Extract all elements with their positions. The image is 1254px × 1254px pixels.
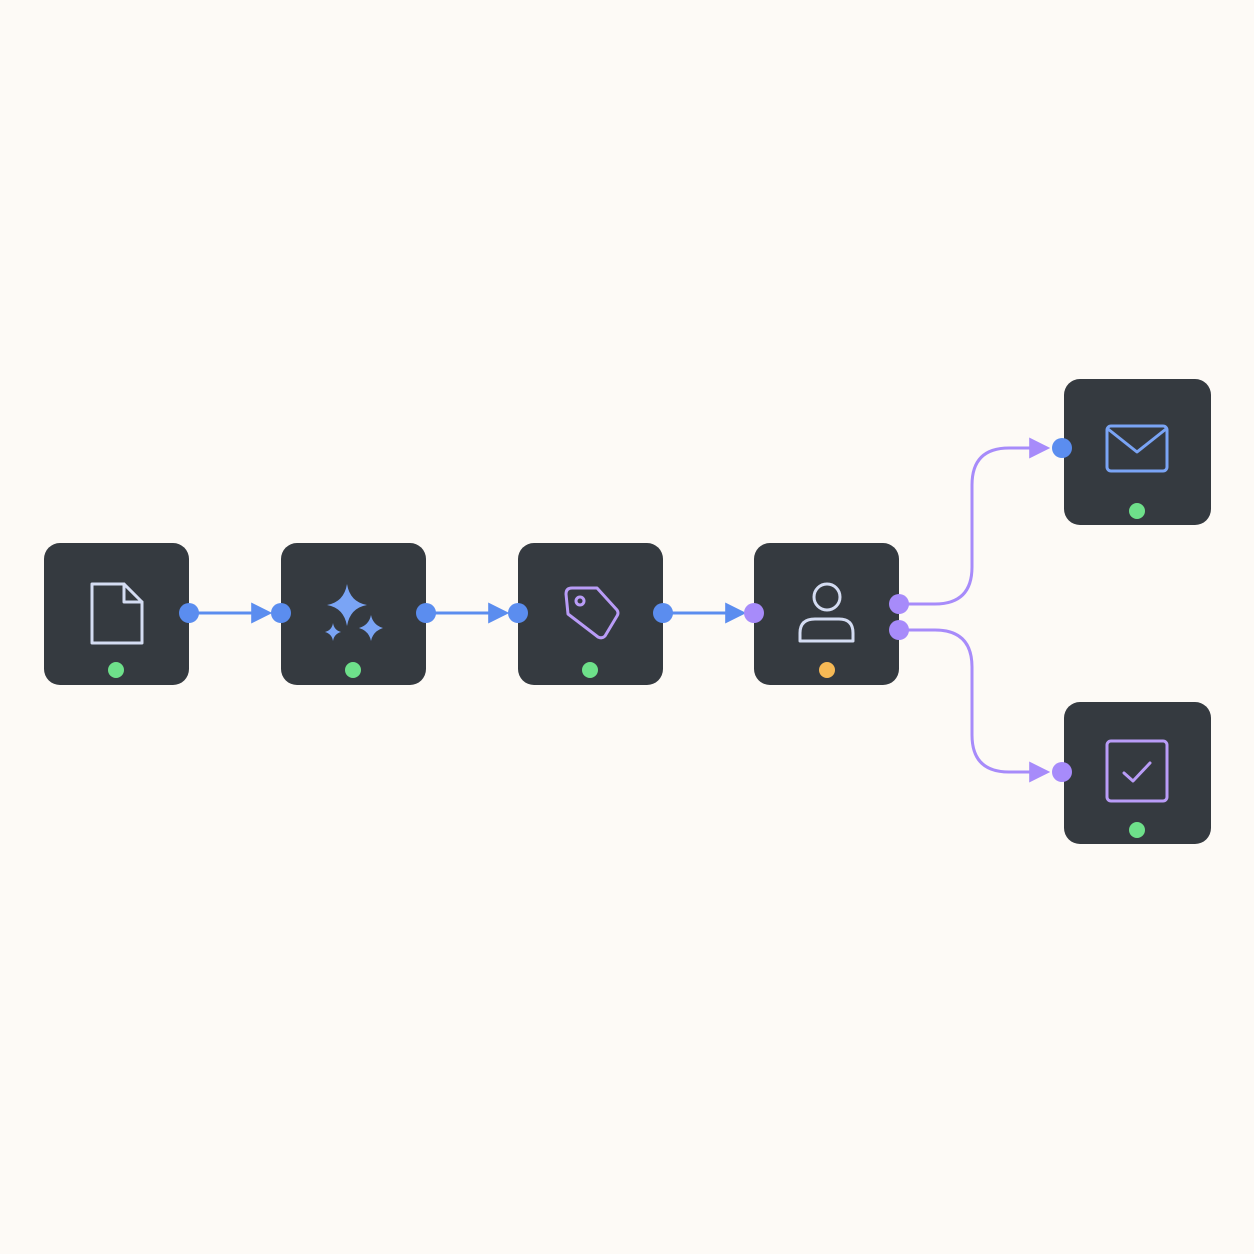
edge-review-to-approve[interactable]	[908, 628, 1051, 783]
node-review[interactable]	[754, 543, 899, 685]
checkbox-icon	[1105, 739, 1169, 803]
status-dot-ok	[108, 662, 124, 678]
status-dot-ok	[1129, 503, 1145, 519]
mail-icon	[1105, 424, 1169, 473]
sparkles-icon	[325, 584, 383, 641]
status-dot-ok	[582, 662, 598, 678]
input-port[interactable]	[271, 603, 291, 623]
status-dot-ok	[345, 662, 361, 678]
input-port[interactable]	[508, 603, 528, 623]
node-email[interactable]	[1064, 379, 1211, 525]
input-port[interactable]	[1052, 762, 1072, 782]
document-icon	[90, 582, 144, 645]
status-dot-pending	[819, 662, 835, 678]
output-port-upper[interactable]	[889, 594, 909, 614]
output-port[interactable]	[179, 603, 199, 623]
node-tagging[interactable]	[518, 543, 663, 685]
input-port[interactable]	[744, 603, 764, 623]
edge-review-to-email[interactable]	[908, 437, 1051, 606]
node-ai-process[interactable]	[281, 543, 426, 685]
tag-icon	[564, 586, 620, 640]
output-port[interactable]	[653, 603, 673, 623]
output-port-lower[interactable]	[889, 620, 909, 640]
edges	[196, 437, 1051, 783]
status-dot-ok	[1129, 822, 1145, 838]
user-icon	[798, 582, 855, 643]
node-document[interactable]	[44, 543, 189, 685]
ports	[179, 438, 1072, 782]
output-port[interactable]	[416, 603, 436, 623]
node-approve[interactable]	[1064, 702, 1211, 844]
input-port[interactable]	[1052, 438, 1072, 458]
